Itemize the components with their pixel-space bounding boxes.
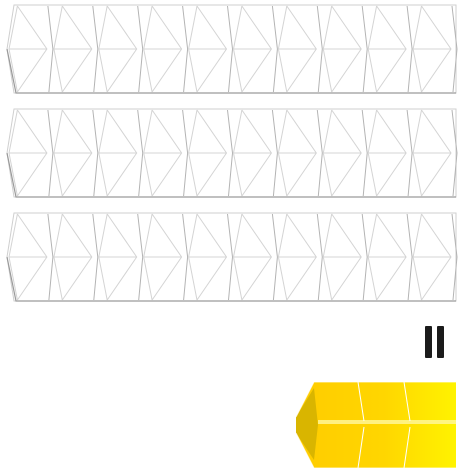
prism-slot — [9, 6, 53, 92]
prism-slot — [9, 214, 53, 300]
prism-slot — [413, 214, 457, 300]
prism-slot — [368, 6, 412, 92]
prism-slot — [54, 110, 98, 196]
prism-slot — [189, 6, 233, 92]
piece-body — [296, 382, 456, 468]
prism-slot — [9, 110, 53, 196]
prism-slot — [278, 214, 322, 300]
prism-slot — [234, 6, 278, 92]
prism-slot — [234, 110, 278, 196]
prism-slot — [234, 214, 278, 300]
prism-slot — [323, 6, 367, 92]
prism-slot — [323, 110, 367, 196]
prism-slot — [144, 110, 188, 196]
piece-highlight — [318, 420, 456, 424]
prism-slot — [278, 110, 322, 196]
prism-slot — [144, 214, 188, 300]
prism-slot — [99, 110, 143, 196]
prism-slot — [99, 6, 143, 92]
board-row — [7, 109, 457, 197]
pause-icon — [425, 326, 444, 358]
prism-slot — [413, 110, 457, 196]
current-piece[interactable] — [296, 382, 456, 468]
prism-slot — [99, 214, 143, 300]
pause-button[interactable] — [425, 326, 444, 358]
prism-slot — [189, 214, 233, 300]
prism-slot — [368, 214, 412, 300]
prism-slot — [323, 214, 367, 300]
prism-slot — [189, 110, 233, 196]
board-row — [7, 5, 457, 93]
prism-slot — [54, 214, 98, 300]
prism-slot — [144, 6, 188, 92]
prism-slot — [278, 6, 322, 92]
board-row — [7, 213, 457, 301]
prism-slot — [413, 6, 457, 92]
prism-slot — [54, 6, 98, 92]
prism-rows — [7, 5, 457, 301]
prism-slot — [368, 110, 412, 196]
